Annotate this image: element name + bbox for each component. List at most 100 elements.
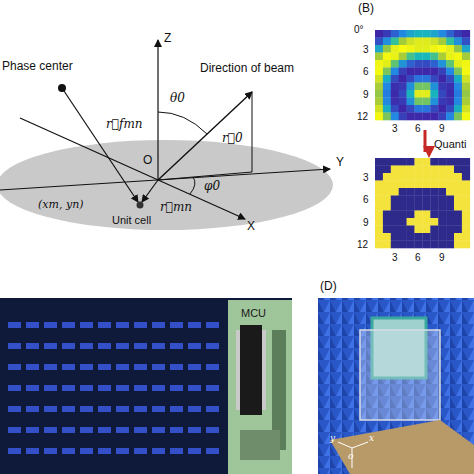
patch-element (206, 406, 219, 412)
map-cell (454, 166, 462, 174)
map-cell (454, 53, 462, 61)
map-cell (415, 53, 423, 61)
map-cell (407, 90, 415, 98)
patch-element (62, 343, 75, 349)
map-cell (454, 38, 462, 46)
map-cell (454, 188, 462, 196)
map-cell (430, 226, 438, 234)
map-cell (438, 83, 446, 91)
map-cell (446, 233, 454, 241)
patch-element (134, 406, 147, 412)
map-cell (391, 68, 399, 76)
axis-label: X (247, 220, 255, 233)
patch-element (80, 406, 93, 412)
unit-cell-dot (137, 202, 144, 209)
map-cell (422, 226, 430, 234)
map-cell (383, 75, 391, 83)
map-cell (430, 196, 438, 204)
map-cell (415, 98, 423, 106)
map-cell (415, 105, 423, 113)
panel-label: (D) (320, 280, 337, 293)
angle-label: φ0 (204, 180, 220, 193)
axis-tick: 9 (439, 123, 445, 134)
map-cell (375, 173, 383, 181)
map-cell (462, 113, 470, 121)
patch-element (170, 427, 183, 433)
step-label: Quanti (434, 138, 466, 150)
map-cell (430, 45, 438, 53)
phase-center-dot (58, 84, 66, 92)
map-cell (407, 105, 415, 113)
map-cell (430, 233, 438, 241)
map-cell (383, 218, 391, 226)
patch-element (188, 385, 201, 391)
patch-element (44, 322, 57, 328)
axis-mark (352, 442, 368, 448)
map-cell (375, 226, 383, 234)
map-cell (430, 90, 438, 98)
map-cell (446, 226, 454, 234)
patch-element (8, 343, 21, 349)
map-cell (383, 226, 391, 234)
map-cell (415, 30, 423, 38)
axis-tick: 3 (363, 44, 369, 55)
axis-tick: 6 (363, 66, 369, 77)
patch-element (188, 364, 201, 370)
map-cell (446, 218, 454, 226)
map-cell (462, 98, 470, 106)
element-vector (142, 180, 158, 202)
patch-element (134, 343, 147, 349)
map-cell (391, 98, 399, 106)
map-cell (375, 241, 383, 249)
patch-element (206, 322, 219, 328)
patch-element (80, 364, 93, 370)
map-cell (430, 83, 438, 91)
projection-line (252, 92, 253, 172)
map-cell (438, 166, 446, 174)
patch-element (8, 322, 21, 328)
map-cell (446, 60, 454, 68)
map-cell (446, 203, 454, 211)
map-cell (407, 30, 415, 38)
map-cell (375, 45, 383, 53)
map-cell (375, 196, 383, 204)
map-cell (375, 90, 383, 98)
map-cell (415, 188, 423, 196)
map-cell (383, 113, 391, 121)
map-cell (415, 241, 423, 249)
map-cell (454, 211, 462, 219)
map-cell (446, 30, 454, 38)
map-cell (462, 211, 470, 219)
map-cell (462, 105, 470, 113)
axis-tick: 3 (392, 252, 398, 263)
map-cell (462, 75, 470, 83)
map-cell (415, 211, 423, 219)
patch-element (80, 322, 93, 328)
map-cell (383, 105, 391, 113)
map-cell (446, 188, 454, 196)
patch-element (98, 385, 111, 391)
quantize-arrow (424, 130, 427, 152)
map-cell (399, 226, 407, 234)
map-cell (415, 68, 423, 76)
map-cell (446, 38, 454, 46)
map-cell (462, 158, 470, 166)
map-cell (422, 158, 430, 166)
patch-element (206, 448, 219, 454)
patch-element (44, 385, 57, 391)
axis-tick: 0° (354, 24, 364, 35)
patch-element (44, 406, 57, 412)
point-label: Phase center (2, 60, 73, 73)
coordinate-label: (xm, yn) (38, 199, 84, 211)
map-cell (446, 181, 454, 189)
map-cell (375, 211, 383, 219)
map-cell (375, 233, 383, 241)
map-cell (438, 226, 446, 234)
map-cell (438, 241, 446, 249)
map-cell (407, 158, 415, 166)
map-cell (399, 38, 407, 46)
map-cell (446, 83, 454, 91)
patch-element (116, 343, 129, 349)
map-cell (438, 211, 446, 219)
